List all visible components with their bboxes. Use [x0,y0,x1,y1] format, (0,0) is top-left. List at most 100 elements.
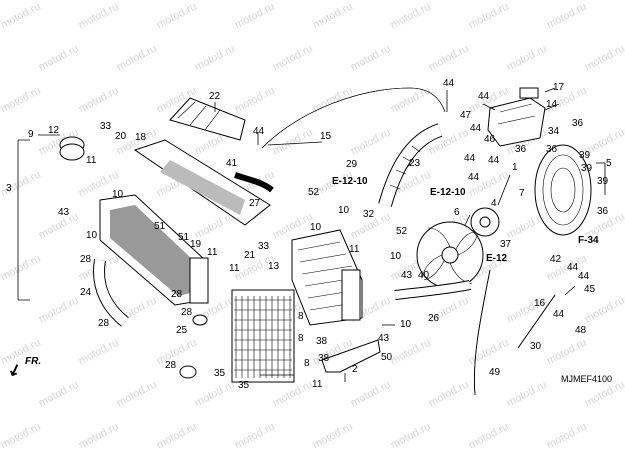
part-label-28-b: 28 [98,318,110,329]
clamp-28-b [192,314,208,326]
part-label-44-f: 44 [488,155,500,166]
part-label-8-a: 8 [298,311,304,322]
part-label-6: 6 [454,207,460,218]
part-label-8-b: 8 [298,333,304,344]
part-label-10-e: 10 [390,251,402,262]
part-label-4: 4 [491,198,497,209]
part-label-48: 48 [575,325,587,336]
clamp-28-a [179,365,197,379]
part-label-15: 15 [320,131,332,142]
part-label-9: 9 [28,129,34,140]
ref-f34: F-34 [578,235,599,246]
part-label-18: 18 [135,132,147,143]
part-label-46: 46 [484,134,496,145]
hose-27 [234,172,274,193]
part-label-10-b: 10 [86,230,98,241]
part-label-23: 23 [409,158,421,169]
part-label-45: 45 [584,284,596,295]
part-label-44-e: 44 [464,153,476,164]
part-label-38-b: 38 [318,353,330,364]
part-label-39-a: 39 [579,150,591,161]
radiator-cap-12 [59,136,85,161]
front-arrow-icon: ↙ [5,360,25,381]
part-label-44-i: 44 [578,271,590,282]
shroud-18 [133,139,271,226]
ref-e12-10-a: E-12-10 [332,176,368,187]
part-label-50: 50 [381,352,393,363]
part-label-28-a: 28 [80,254,92,265]
part-label-26: 26 [428,313,440,324]
part-label-2: 2 [352,364,358,375]
part-label-7: 7 [519,188,525,199]
fan-shroud-5 [534,144,592,236]
part-label-10-c: 10 [338,205,350,216]
part-label-44-g: 44 [468,172,480,183]
part-label-37: 37 [500,239,512,250]
right-radiator-13 [291,229,363,326]
part-label-39-b: 39 [581,163,593,174]
ref-e12-10-b: E-12-10 [430,187,466,198]
part-label-25: 25 [176,325,188,336]
part-label-36-a: 36 [572,118,584,129]
radiator-core-8 [231,289,295,383]
part-label-33: 33 [100,121,112,132]
hose-23 [378,123,443,207]
cooling-fan-6 [416,221,484,289]
part-label-5: 5 [606,158,612,169]
part-label-41: 41 [226,158,238,169]
left-radiator [99,194,209,306]
part-label-10-f: 10 [400,319,412,330]
part-label-34: 34 [548,126,560,137]
part-label-39-c: 39 [597,176,609,187]
part-label-11-b: 11 [349,244,360,255]
part-label-27: 27 [249,198,261,209]
cover-22 [169,97,246,141]
part-label-21: 21 [244,250,256,261]
part-label-51-a: 51 [154,221,166,232]
part-label-24: 24 [80,287,92,298]
part-label-11-e: 11 [312,379,323,390]
hose-24 [93,259,129,327]
part-label-44-b: 44 [443,78,455,89]
part-label-28-c: 28 [171,289,183,300]
part-label-10-a: 10 [112,189,124,200]
part-label-44-c: 44 [478,91,490,102]
part-label-36-c: 36 [546,144,558,155]
part-label-32: 32 [363,209,375,220]
part-label-44-a: 44 [253,126,265,137]
part-label-17: 17 [553,82,565,93]
part-label-44-d: 44 [470,123,482,134]
part-label-43-a: 43 [58,207,70,218]
part-label-11-d: 11 [229,263,240,274]
part-label-3: 3 [6,183,12,194]
part-label-51-b: 51 [178,232,190,243]
part-label-11-c: 11 [207,247,218,258]
part-label-43-c: 43 [378,333,390,344]
part-label-35-b: 35 [238,380,250,391]
part-label-16: 16 [534,298,546,309]
part-label-42: 42 [550,254,562,265]
part-label-8-c: 8 [304,358,310,369]
part-label-28-d: 28 [181,307,193,318]
reserve-tank-14 [487,87,546,147]
part-label-30: 30 [530,341,542,352]
part-label-20: 20 [115,131,127,142]
part-label-44-j: 44 [553,309,565,320]
fan-motor-37 [470,207,500,237]
part-label-38-a: 38 [316,336,328,347]
part-label-35-a: 35 [214,368,226,379]
hose-26 [394,280,471,300]
part-label-47: 47 [460,110,472,121]
part-label-19: 19 [190,239,202,250]
part-label-52-a: 52 [308,187,320,198]
part-label-14: 14 [546,99,558,110]
part-label-52-b: 52 [396,226,408,237]
part-label-13: 13 [268,261,280,272]
part-label-36-d: 36 [597,206,609,217]
front-marker: FR. [25,356,42,367]
part-label-33-b: 33 [258,241,270,252]
part-label-36-b: 36 [515,144,527,155]
part-label-43-b: 43 [401,270,413,281]
